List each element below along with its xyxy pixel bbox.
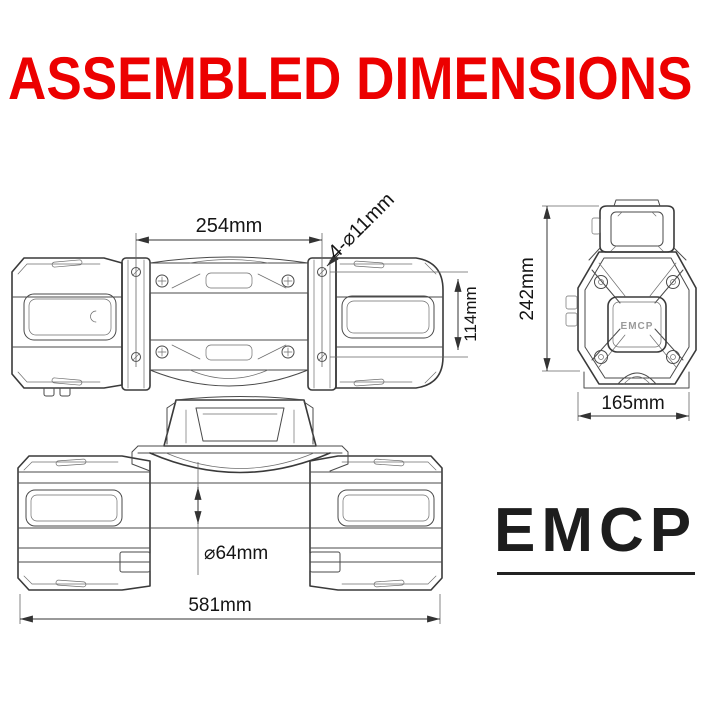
dim-114-label: 114mm bbox=[461, 286, 480, 341]
front-view-dimensions: ⌀64mm 581mm bbox=[19, 462, 441, 624]
top-view-drawing bbox=[11, 256, 444, 397]
dim-64-label: ⌀64mm bbox=[204, 543, 268, 564]
end-view-drawing: EMCP bbox=[565, 199, 697, 389]
dim-242-label: 242mm bbox=[517, 257, 538, 320]
page-title: ASSEMBLED DIMENSIONS bbox=[8, 45, 693, 112]
dim-165-label: 165mm bbox=[601, 393, 664, 414]
end-view-dimensions: 242mm 165mm bbox=[517, 205, 690, 421]
brand-logo: EMCP bbox=[494, 496, 698, 565]
brand-logo-underline bbox=[497, 572, 695, 575]
front-view-drawing bbox=[17, 396, 443, 591]
dim-4x11-label: 4-⌀11mm bbox=[324, 189, 399, 264]
dim-254-label: 254mm bbox=[196, 215, 263, 237]
housing-badge-text: EMCP bbox=[621, 321, 654, 332]
dim-581-label: 581mm bbox=[188, 595, 251, 616]
